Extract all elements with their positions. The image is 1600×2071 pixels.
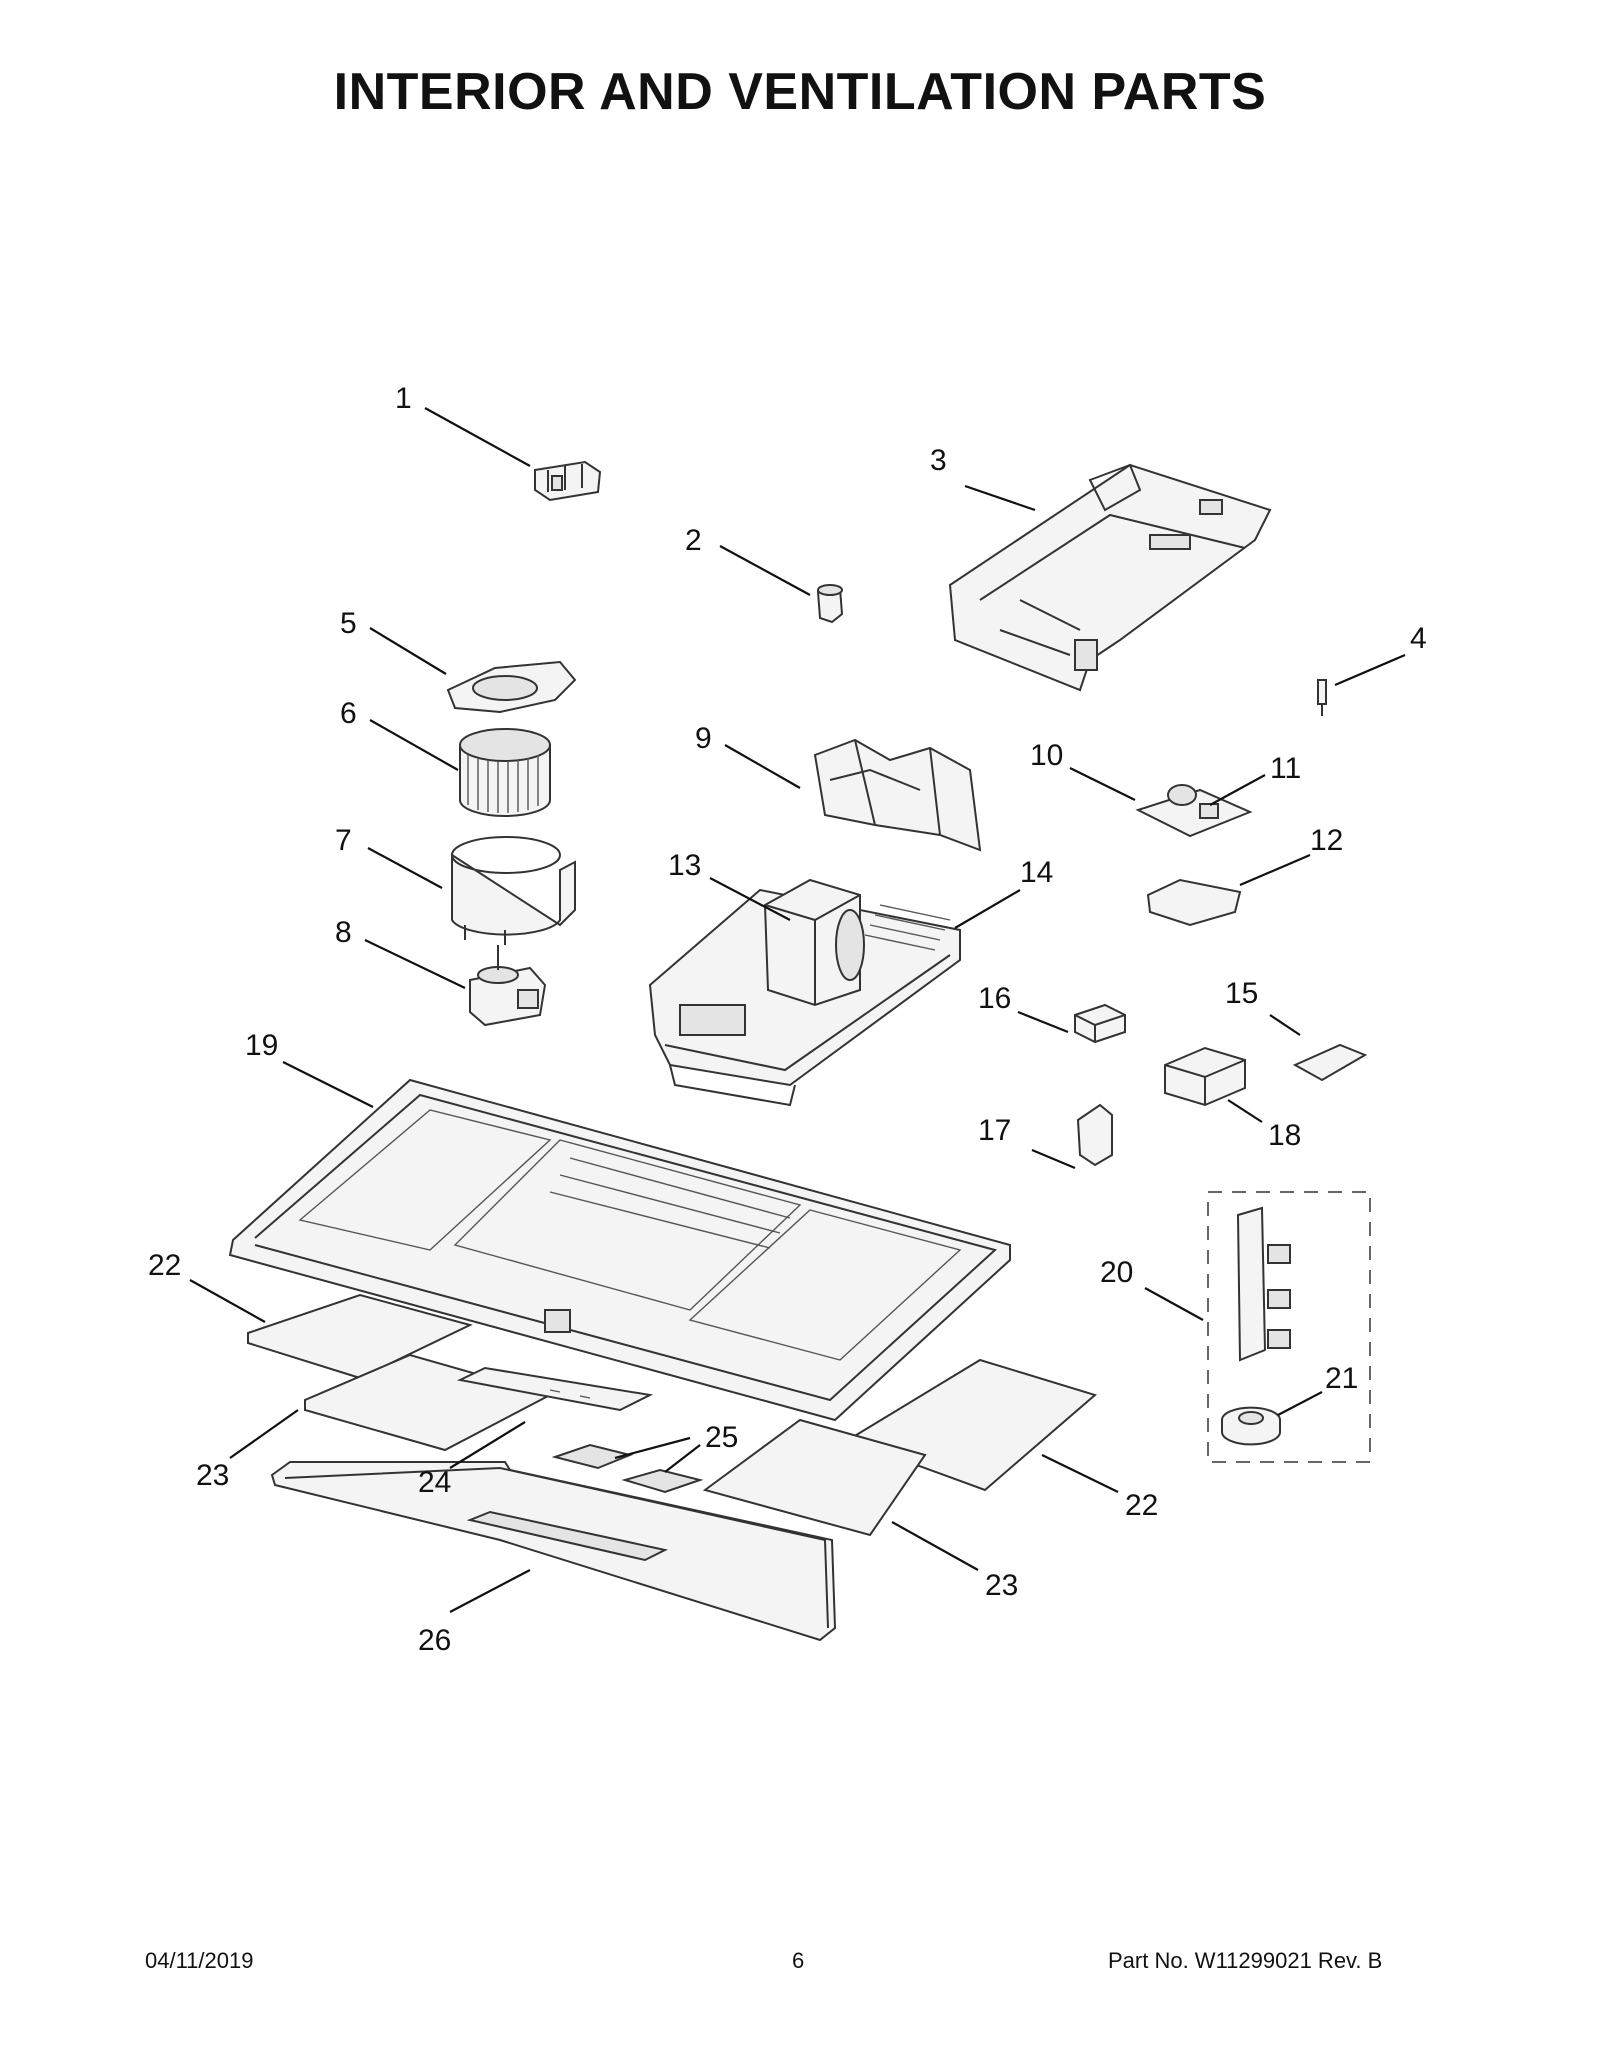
part-8-fan-motor: [469, 945, 547, 1027]
callout-9: 9: [695, 722, 712, 755]
part-20-21-group-box: [1207, 1191, 1371, 1463]
callout-22-left: 22: [148, 1249, 181, 1282]
part-19-cavity-plate: [228, 1078, 1011, 1422]
callout-17: 17: [978, 1114, 1011, 1147]
callout-11: 11: [1270, 752, 1301, 785]
part-17-clip: [1076, 1103, 1113, 1167]
callout-13: 13: [668, 849, 701, 882]
callout-25: 25: [705, 1421, 738, 1454]
callout-14: 14: [1020, 856, 1053, 889]
callout-12: 12: [1310, 824, 1343, 857]
part-26-bottom-frame: [270, 1461, 837, 1642]
callout-10: 10: [1030, 739, 1063, 772]
part-22-left-sheet: [247, 1293, 473, 1380]
part-6-blower-wheel: [459, 728, 551, 817]
part-15-cover: [1292, 1043, 1368, 1082]
callout-15: 15: [1225, 977, 1258, 1010]
part-12-plate: [1146, 878, 1242, 927]
leader-lines: [189, 407, 1406, 1613]
part-24-control-strip: [456, 1366, 654, 1412]
part-3-mounting-bracket: [948, 463, 1272, 692]
part-5-motor-plate: [446, 660, 577, 714]
page-title: INTERIOR AND VENTILATION PARTS: [333, 63, 1267, 121]
callout-18: 18: [1268, 1119, 1301, 1152]
callout-1: 1: [395, 382, 412, 415]
part-1-switch-bracket: [534, 460, 602, 502]
callout-26: 26: [418, 1624, 451, 1657]
part-25-pads: [551, 1443, 704, 1494]
callout-16: 16: [978, 982, 1011, 1015]
callout-7: 7: [335, 824, 352, 857]
part-9-air-duct: [813, 738, 982, 852]
callout-23-right: 23: [985, 1569, 1018, 1602]
callout-21: 21: [1325, 1362, 1358, 1395]
part-16-capacitor: [1074, 1003, 1126, 1044]
callout-8: 8: [335, 916, 352, 949]
part-20-switch-assembly: [1236, 1206, 1291, 1362]
part-10-11-board: [1135, 784, 1253, 838]
callout-22-right: 22: [1125, 1489, 1158, 1522]
callout-6: 6: [340, 697, 357, 730]
callout-3: 3: [930, 444, 947, 477]
part-21-motor: [1221, 1406, 1281, 1446]
callout-19: 19: [245, 1029, 278, 1062]
footer-page-number: 6: [792, 1948, 805, 1973]
callout-4: 4: [1410, 622, 1427, 655]
part-7-blower-housing: [451, 836, 576, 945]
callout-23-left: 23: [196, 1459, 229, 1492]
part-13-transformer: [763, 878, 865, 1007]
part-4-fuse: [1317, 679, 1327, 716]
callout-20: 20: [1100, 1256, 1133, 1289]
callout-24: 24: [418, 1466, 451, 1499]
footer-date: 04/11/2019: [145, 1948, 254, 1973]
part-2-cap: [816, 584, 844, 624]
part-23-right-panel: [702, 1418, 927, 1537]
footer-part-number: Part No. W11299021 Rev. B: [1108, 1948, 1383, 1973]
callout-2: 2: [685, 524, 702, 557]
callout-5: 5: [340, 607, 357, 640]
part-18-capacitor-box: [1164, 1046, 1246, 1107]
